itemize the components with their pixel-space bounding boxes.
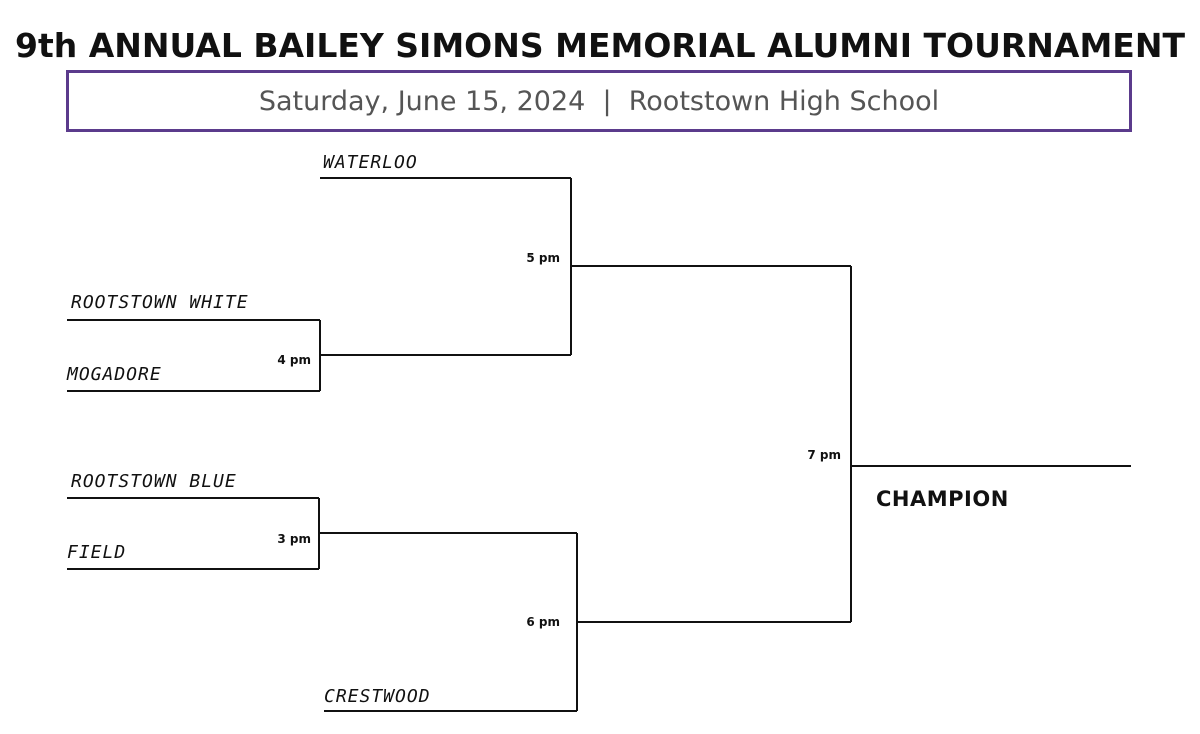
subtitle-banner: Saturday, June 15, 2024 | Rootstown High… [66, 70, 1132, 132]
game-time-5pm: 5 pm [526, 251, 560, 265]
team-rootstown-blue: ROOTSTOWN BLUE [71, 471, 237, 492]
team-crestwood: CRESTWOOD [324, 686, 431, 707]
game-time-6pm: 6 pm [526, 615, 560, 629]
tournament-title: 9th ANNUAL BAILEY SIMONS MEMORIAL ALUMNI… [15, 26, 1185, 65]
champion-label: CHAMPION [876, 487, 1009, 511]
game-time-7pm: 7 pm [807, 448, 841, 462]
team-mogadore: MOGADORE [66, 364, 162, 385]
team-waterloo: WATERLOO [323, 152, 418, 173]
team-field: FIELD [67, 542, 126, 563]
event-date-location: Saturday, June 15, 2024 | Rootstown High… [258, 86, 940, 117]
game-time-3pm: 3 pm [277, 532, 311, 546]
team-rootstown-white: ROOTSTOWN WHITE [71, 292, 249, 313]
game-time-4pm: 4 pm [277, 353, 311, 367]
